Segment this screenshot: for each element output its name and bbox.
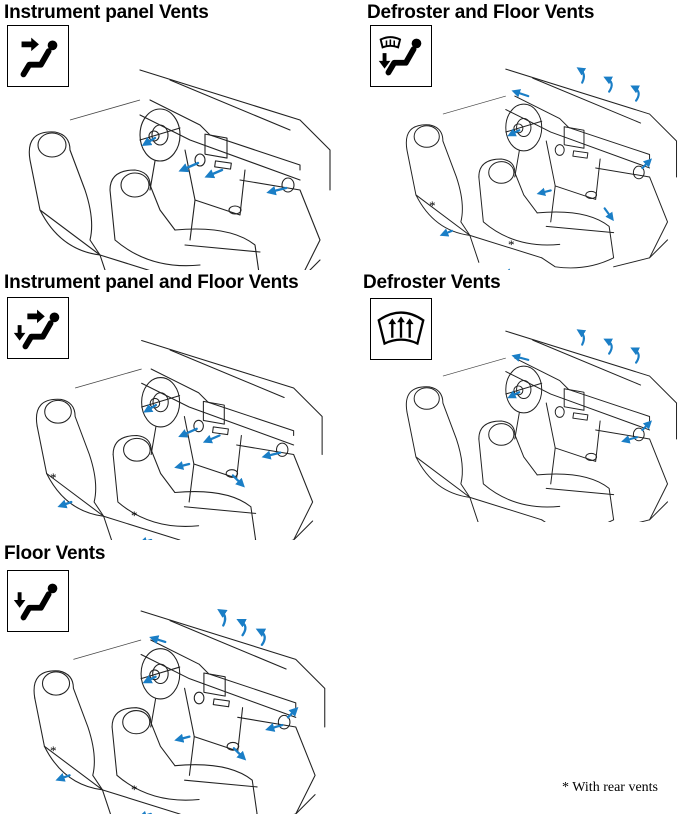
face-floor-vent-icon — [7, 297, 69, 359]
panel-title: Instrument panel Vents — [4, 2, 209, 23]
footnote: * With rear vents — [562, 780, 658, 795]
panel-floor-vents: Floor Vents * * — [0, 540, 345, 816]
defrost-floor-vent-icon — [370, 25, 432, 87]
rear-vent-marker: * — [131, 508, 138, 523]
rear-vent-marker: * — [50, 470, 57, 485]
cabin-illustration — [380, 30, 690, 270]
cabin-illustration — [0, 40, 345, 270]
panel-defroster-vents: Defroster Vents — [345, 270, 690, 540]
panel-title: Instrument panel and Floor Vents — [4, 272, 299, 293]
cabin-illustration — [0, 312, 345, 540]
face-vent-icon — [7, 25, 69, 87]
panel-title: Floor Vents — [4, 543, 106, 564]
panel-title: Defroster and Floor Vents — [367, 2, 595, 23]
panel-title: Defroster Vents — [363, 272, 501, 293]
rear-vent-marker: * — [508, 237, 515, 252]
rear-vent-marker: * — [429, 198, 436, 213]
panel-defroster-floor-vents: Defroster and Floor Vents * * — [345, 0, 690, 270]
cabin-illustration — [380, 302, 690, 522]
panel-instrument-vents: Instrument panel Vents — [0, 0, 345, 270]
floor-vent-icon — [7, 570, 69, 632]
cabin-illustration — [0, 582, 345, 814]
defrost-vent-icon — [370, 298, 432, 360]
rear-vent-marker: * — [50, 743, 57, 758]
rear-vent-marker: * — [131, 782, 138, 797]
panel-instrument-floor-vents: Instrument panel and Floor Vents * * — [0, 270, 345, 540]
